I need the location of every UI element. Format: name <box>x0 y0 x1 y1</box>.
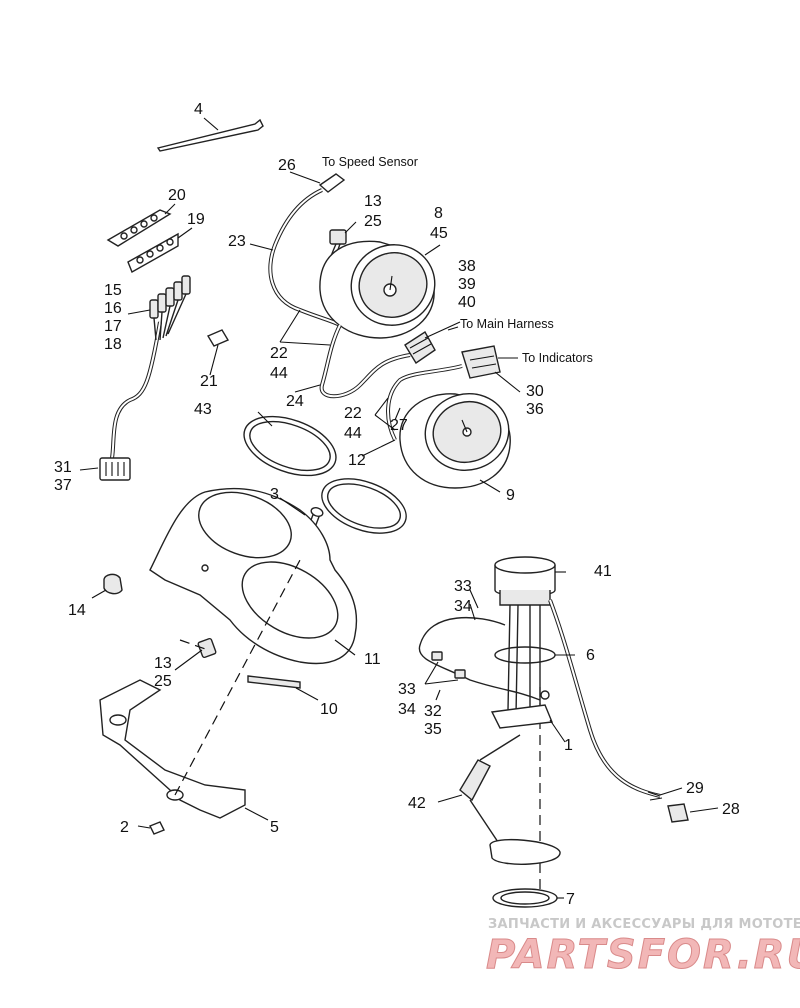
callout-7: 7 <box>566 891 575 908</box>
callout-44-left: 44 <box>270 365 288 382</box>
callout-29: 29 <box>686 780 704 797</box>
callout-19: 19 <box>187 211 205 228</box>
callout-36: 36 <box>526 401 544 418</box>
part-13-socket-bottom <box>197 637 217 659</box>
callout-9: 9 <box>506 487 515 504</box>
watermark-brand: PARTSFOR.RU <box>486 932 800 978</box>
note-speed-sensor: To Speed Sensor <box>322 155 418 169</box>
callout-11: 11 <box>364 651 381 668</box>
part-7-gasket <box>492 888 558 908</box>
callout-21: 21 <box>200 373 218 390</box>
callout-39: 39 <box>458 276 476 293</box>
part-19-grommet <box>127 232 179 274</box>
callout-6: 6 <box>586 647 595 664</box>
callout-43: 43 <box>194 401 212 418</box>
note-indicators: To Indicators <box>522 351 593 365</box>
sender-wires <box>418 599 661 798</box>
callout-44-right: 44 <box>344 425 362 442</box>
part-14-grommet <box>103 573 123 595</box>
callout-37: 37 <box>54 477 72 494</box>
part-43-gasket <box>243 415 337 477</box>
callout-3: 3 <box>270 486 279 503</box>
callout-24: 24 <box>286 393 304 410</box>
loom-left <box>319 324 411 399</box>
callout-33-top: 33 <box>454 578 472 595</box>
callout-38: 38 <box>458 258 476 275</box>
callout-34-bottom: 34 <box>398 701 416 718</box>
watermark-tagline: ЗАПЧАСТИ И АКСЕССУАРЫ ДЛЯ МОТОТЕХНИКИ <box>488 917 800 932</box>
callout-2: 2 <box>120 819 129 836</box>
part-10-strip <box>247 675 301 689</box>
callout-34-top: 34 <box>454 598 472 615</box>
part-2-screw <box>149 821 165 835</box>
callout-16: 16 <box>104 300 122 317</box>
leader-lines <box>79 117 719 899</box>
callouts: 4 26 To Speed Sensor 20 19 13 25 8 45 23… <box>54 101 740 908</box>
callout-25-top: 25 <box>364 213 382 230</box>
callout-17: 17 <box>104 318 122 335</box>
part-30-connector <box>386 345 501 441</box>
part-9-tachometer <box>399 393 511 489</box>
callout-33-bottom: 33 <box>398 681 416 698</box>
callout-27: 27 <box>390 417 408 434</box>
part-4-strap <box>156 118 264 152</box>
callout-23: 23 <box>228 233 246 250</box>
callout-42: 42 <box>408 795 426 812</box>
part-5-bracket <box>99 679 246 819</box>
part-41-sender-cap <box>494 556 556 606</box>
part-28-connector <box>667 803 689 823</box>
callout-30: 30 <box>526 383 544 400</box>
callout-28: 28 <box>722 801 740 818</box>
callout-15: 15 <box>104 282 122 299</box>
gasket-ring-lower <box>321 478 407 534</box>
callout-22-left: 22 <box>270 345 288 362</box>
part-42-float-arm <box>459 734 561 865</box>
callout-4: 4 <box>194 101 203 118</box>
part-21-clip <box>206 329 230 347</box>
callout-14: 14 <box>68 602 86 619</box>
part-8-speedometer <box>319 240 436 339</box>
callout-20: 20 <box>168 187 186 204</box>
callout-35: 35 <box>424 721 442 738</box>
part-38-connector <box>404 331 436 364</box>
callout-8: 8 <box>434 205 443 222</box>
callout-13-bottom: 13 <box>154 655 172 672</box>
callout-5: 5 <box>270 819 279 836</box>
callout-41: 41 <box>594 563 612 580</box>
watermark: ЗАПЧАСТИ И АКСЕССУАРЫ ДЛЯ МОТОТЕХНИКИ PA… <box>486 917 800 979</box>
callout-22-right: 22 <box>344 405 362 422</box>
callout-13-top: 13 <box>364 193 382 210</box>
indicator-harness <box>99 275 191 481</box>
callout-32: 32 <box>424 703 442 720</box>
callout-18: 18 <box>104 336 122 353</box>
part-29-terminals <box>647 791 663 801</box>
callout-31: 31 <box>54 459 72 476</box>
speed-sensor-lead <box>268 173 346 327</box>
callout-45: 45 <box>430 225 448 242</box>
part-20-grommet <box>106 209 172 247</box>
callout-26: 26 <box>278 157 296 174</box>
part-11-housing <box>149 487 358 665</box>
callout-1: 1 <box>564 737 573 754</box>
callout-10: 10 <box>320 701 338 718</box>
callout-25-bottom: 25 <box>154 673 172 690</box>
callout-40: 40 <box>458 294 476 311</box>
callout-12: 12 <box>348 452 366 469</box>
note-main-harness: To Main Harness <box>460 317 554 331</box>
